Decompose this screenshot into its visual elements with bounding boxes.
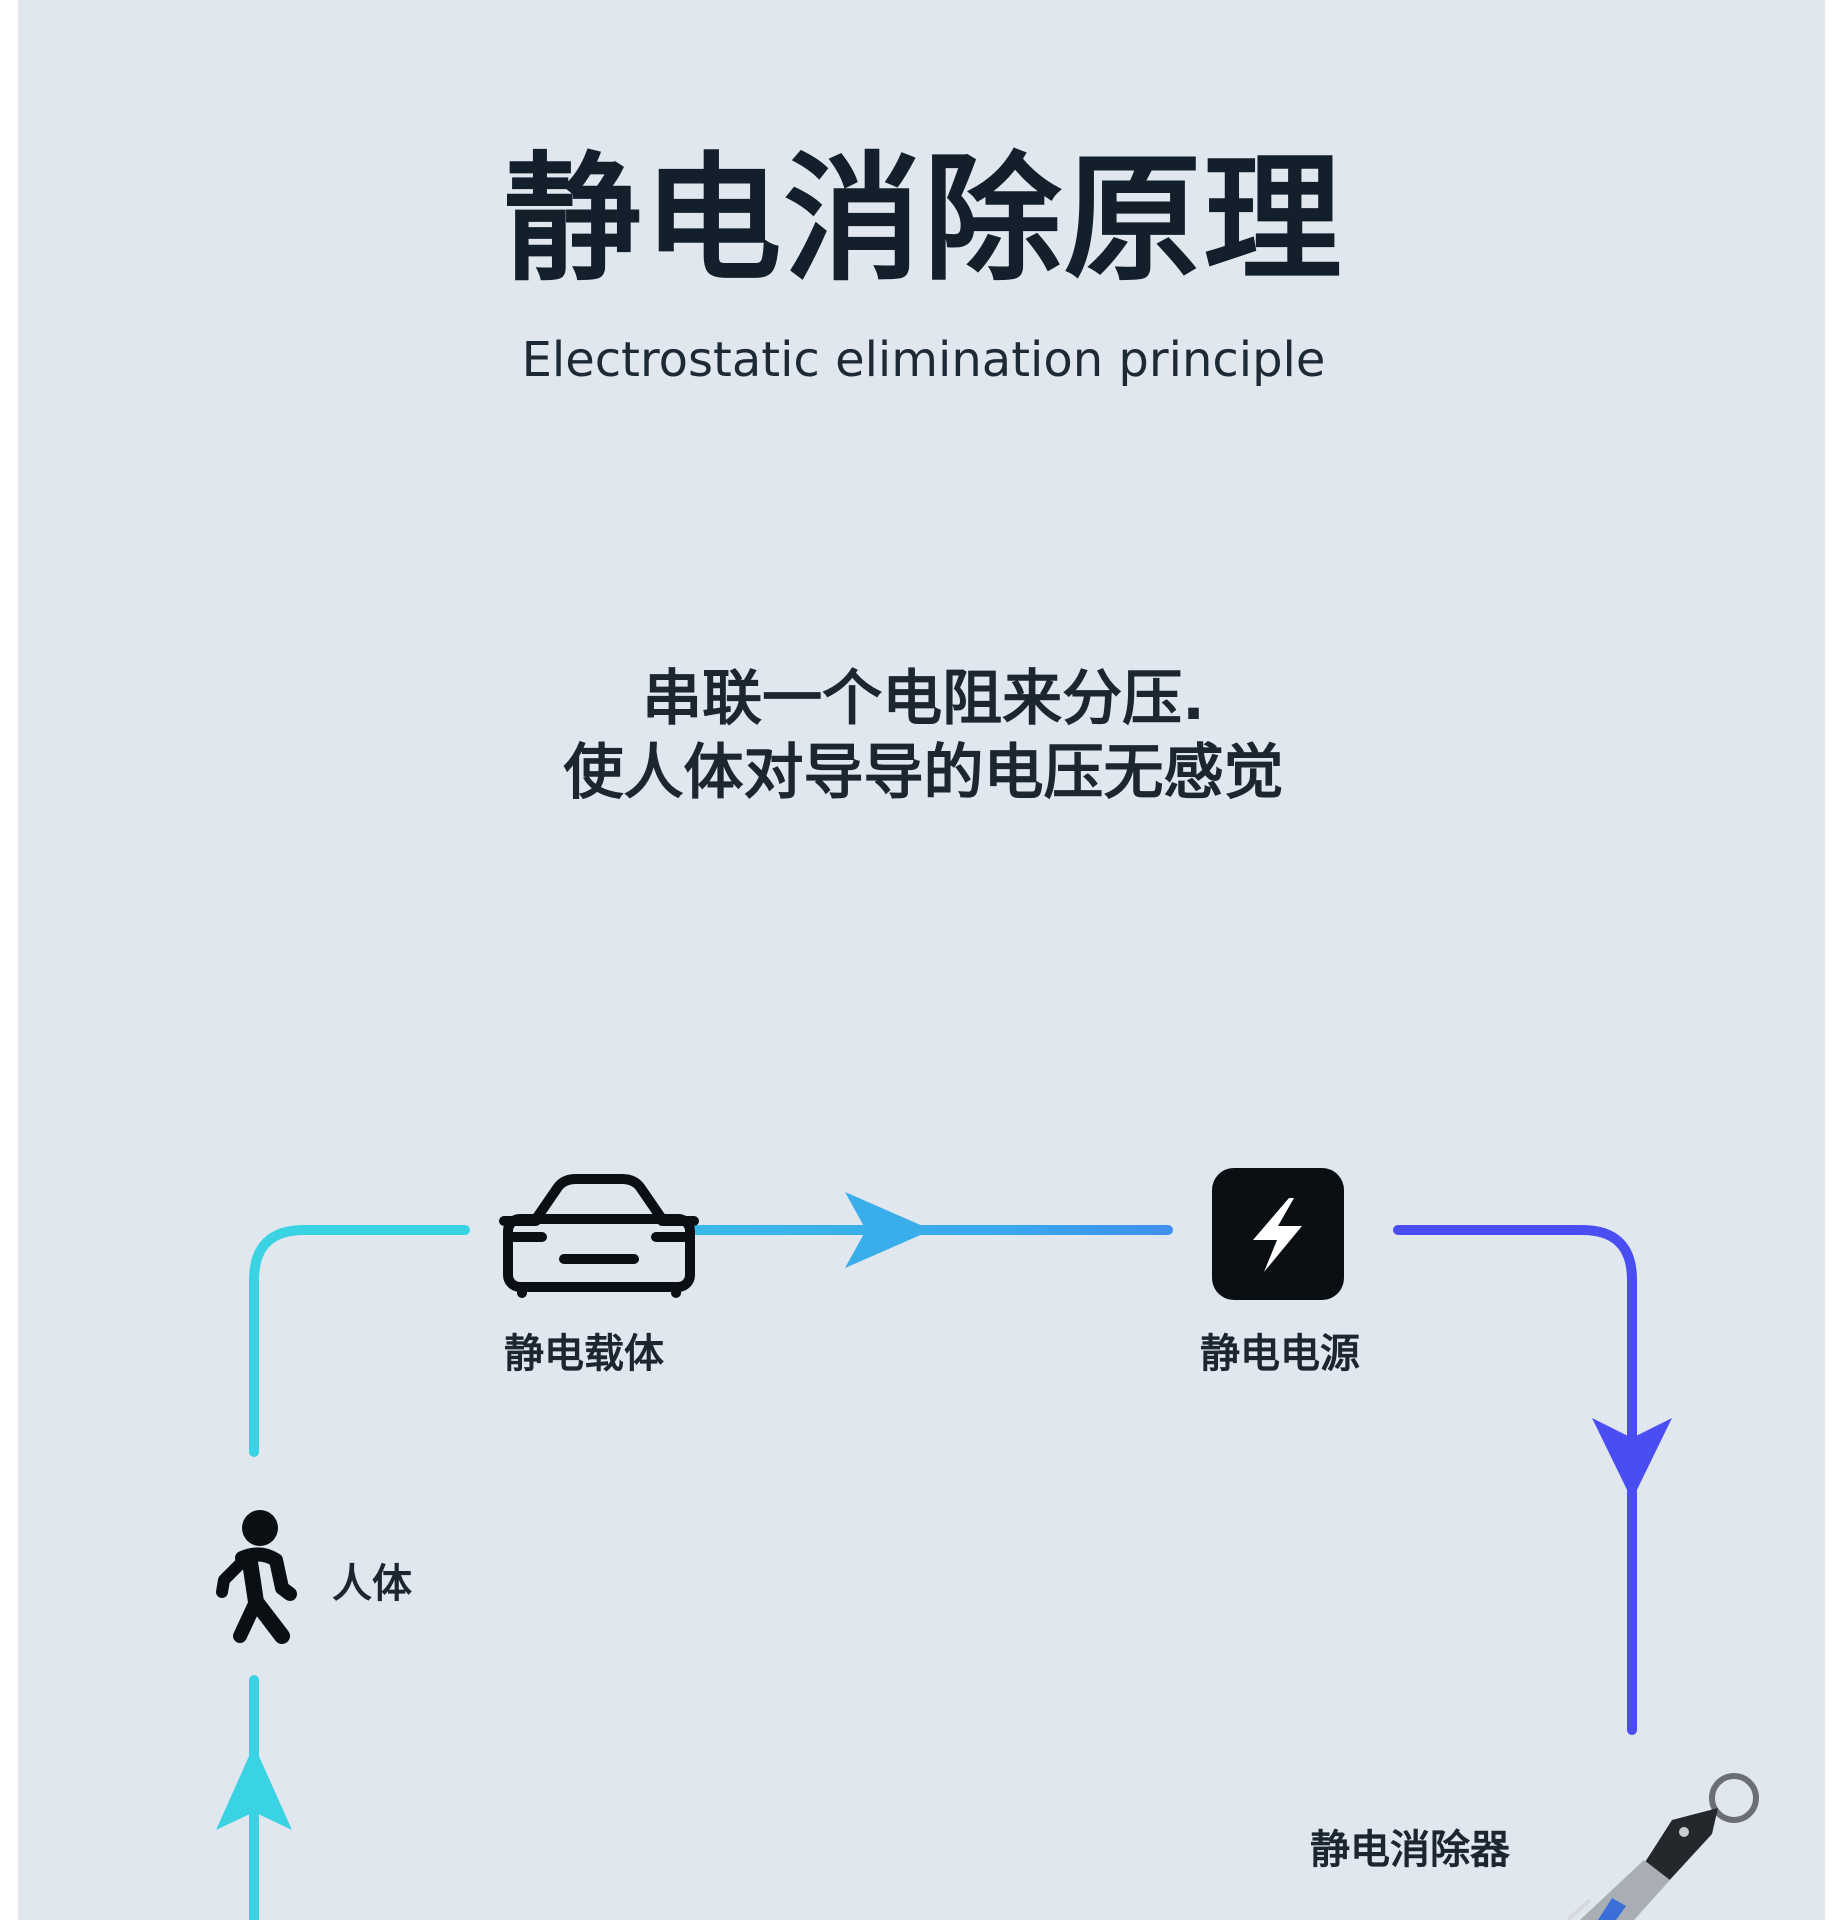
background-panel (18, 0, 1825, 1920)
eliminator-label: 静电消除器 (1310, 1827, 1510, 1873)
arrow-right-top (845, 1192, 932, 1268)
description-line-2: 使人体对导导的电压无感觉 (563, 738, 1284, 808)
page-title: 静电消除原理 (503, 139, 1344, 300)
principle-description: 串联一个电阻来分压. 使人体对导导的电压无感觉 (0, 662, 1847, 810)
page-subtitle: Electrostatic elimination principle (521, 332, 1326, 388)
car-icon (499, 1174, 699, 1298)
static-eliminator-keychain-icon (1566, 1773, 1759, 1920)
carrier-label: 静电载体 (504, 1331, 664, 1377)
path-right (1393, 1225, 1637, 1735)
human-label: 人体 (332, 1561, 412, 1607)
arrow-down-right (1592, 1418, 1672, 1500)
path-left-upper (249, 1225, 470, 1457)
source-label: 静电电源 (1200, 1331, 1360, 1377)
lightning-icon (1212, 1168, 1344, 1300)
walking-person-icon (216, 1510, 297, 1644)
description-line-1: 串联一个电阻来分压. (642, 664, 1205, 734)
arrow-up-left (216, 1745, 292, 1830)
